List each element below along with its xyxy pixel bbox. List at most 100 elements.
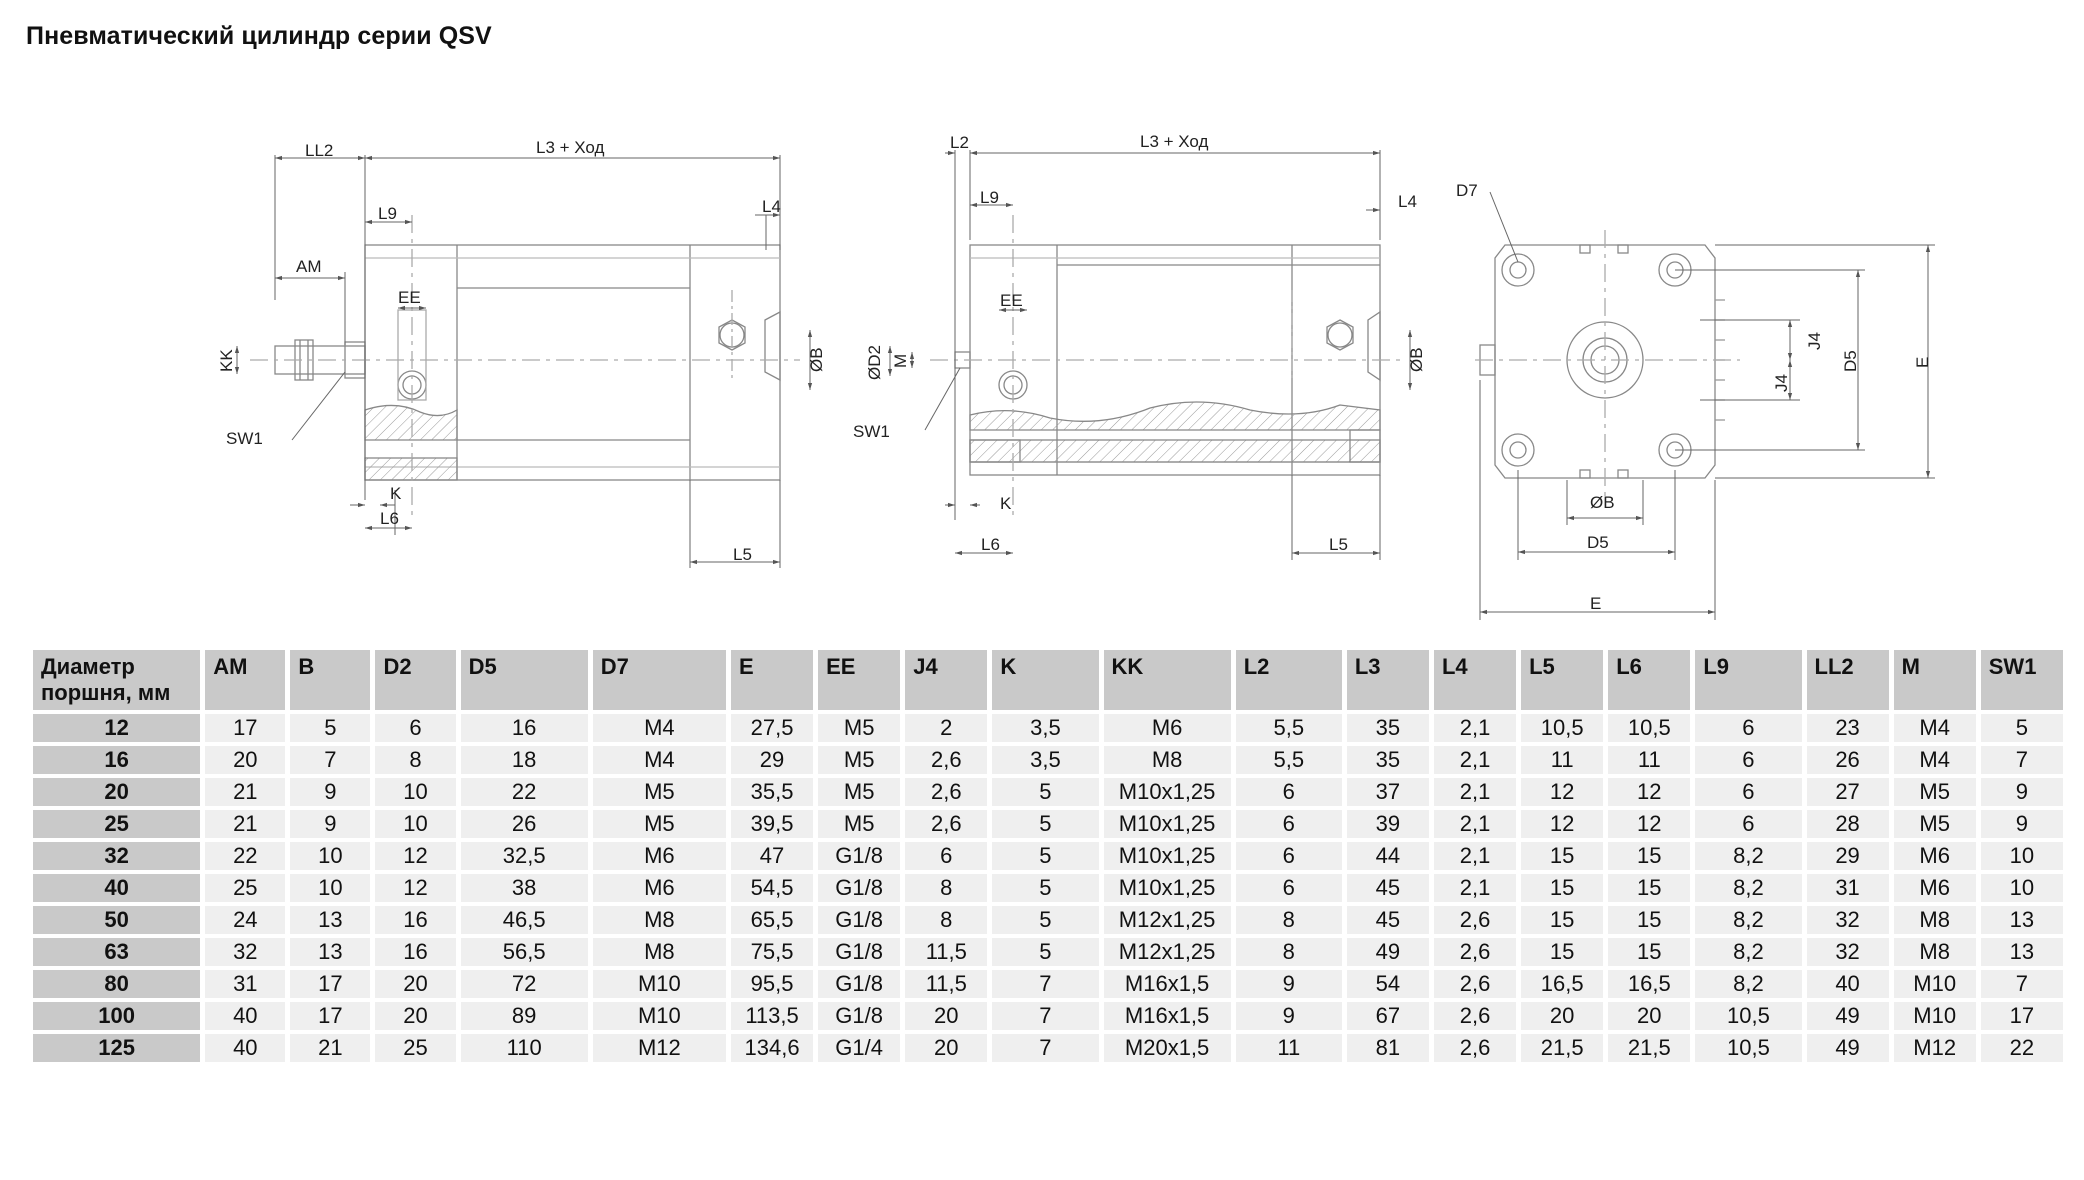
dim-d7-label: D7 — [1456, 181, 1478, 200]
table-cell: 5 — [992, 874, 1099, 902]
table-cell: 5 — [290, 714, 371, 742]
column-header: LL2 — [1806, 650, 1889, 710]
table-cell: 16,5 — [1521, 970, 1604, 998]
table-cell: 24 — [205, 906, 286, 934]
table-cell: M12x1,25 — [1103, 938, 1231, 966]
table-cell: M4 — [1893, 714, 1976, 742]
table-cell: 5 — [992, 906, 1099, 934]
end-view — [1475, 191, 1935, 620]
table-cell: 25 — [375, 1034, 456, 1062]
table-cell: 27 — [1806, 778, 1889, 806]
table-cell: M8 — [1893, 938, 1976, 966]
table-cell: 31 — [205, 970, 286, 998]
table-cell: M12 — [1893, 1034, 1976, 1062]
table-cell: 9 — [290, 810, 371, 838]
table-cell: 15 — [1608, 906, 1691, 934]
table-cell: 13 — [290, 906, 371, 934]
table-cell: 25 — [205, 874, 286, 902]
column-header: SW1 — [1980, 650, 2063, 710]
table-cell: 20 — [905, 1034, 988, 1062]
table-cell: 10 — [290, 842, 371, 870]
page-title: Пневматический цилиндр серии QSV — [26, 22, 492, 50]
dim-b-label: ØB — [1590, 493, 1615, 512]
table-cell: 8 — [1235, 938, 1342, 966]
table-cell: G1/8 — [818, 874, 901, 902]
table-cell: 12 — [375, 842, 456, 870]
table-cell: 12 — [1521, 810, 1604, 838]
table-cell: 10 — [1980, 842, 2063, 870]
table-cell: M5 — [818, 810, 901, 838]
table-cell: 32,5 — [460, 842, 588, 870]
table-cell: M6 — [1893, 842, 1976, 870]
table-cell: M6 — [1893, 874, 1976, 902]
column-header: L5 — [1521, 650, 1604, 710]
table-cell: 15 — [1521, 906, 1604, 934]
table-cell: M4 — [592, 714, 726, 742]
table-cell: 7 — [290, 746, 371, 774]
table-cell: 32 — [205, 938, 286, 966]
dim-l3-label: L3 + Ход — [536, 138, 605, 157]
dim-d5-vertical-label: D5 — [1841, 350, 1860, 372]
table-cell: 11,5 — [905, 938, 988, 966]
bore-diameter-cell: 16 — [33, 746, 201, 774]
table-cell: 15 — [1608, 874, 1691, 902]
table-cell: 8,2 — [1695, 906, 1802, 934]
table-cell: M5 — [592, 778, 726, 806]
table-cell: G1/4 — [818, 1034, 901, 1062]
table-cell: 8 — [1235, 906, 1342, 934]
table-cell: 32 — [1806, 906, 1889, 934]
dim-l3-label: L3 + Ход — [1140, 132, 1209, 151]
bore-diameter-cell: 12 — [33, 714, 201, 742]
table-cell: 17 — [290, 970, 371, 998]
table-cell: 8,2 — [1695, 970, 1802, 998]
table-cell: M8 — [592, 938, 726, 966]
dim-l9-label: L9 — [980, 188, 999, 207]
column-header: D2 — [375, 650, 456, 710]
table-cell: 20 — [375, 970, 456, 998]
table-cell: 49 — [1806, 1034, 1889, 1062]
table-cell: 5 — [992, 842, 1099, 870]
table-cell: 6 — [1235, 810, 1342, 838]
section-view — [887, 150, 1413, 560]
dim-d2-label: ØD2 — [865, 345, 884, 380]
table-cell: 21,5 — [1521, 1034, 1604, 1062]
table-cell: 54,5 — [730, 874, 814, 902]
dim-k-label: K — [390, 484, 402, 503]
table-cell: 44 — [1346, 842, 1429, 870]
table-cell: 10 — [1980, 874, 2063, 902]
dim-ll2-label: LL2 — [305, 141, 333, 160]
table-cell: 5 — [992, 778, 1099, 806]
dim-kk-label: KK — [217, 349, 236, 372]
dim-j4-lower-label: J4 — [1772, 374, 1791, 392]
table-cell: 21 — [205, 778, 286, 806]
table-cell: M12 — [592, 1034, 726, 1062]
table-cell: G1/8 — [818, 938, 901, 966]
table-cell: 45 — [1346, 874, 1429, 902]
table-cell: 16 — [375, 906, 456, 934]
table-cell: M5 — [818, 778, 901, 806]
table-cell: M10 — [1893, 970, 1976, 998]
table-cell: 8,2 — [1695, 842, 1802, 870]
table-cell: 2,6 — [1433, 906, 1517, 934]
table-cell: 15 — [1521, 874, 1604, 902]
table-cell: M10x1,25 — [1103, 842, 1231, 870]
table-cell: 6 — [375, 714, 456, 742]
table-cell: 20 — [905, 1002, 988, 1030]
dim-ee-label: EE — [1000, 291, 1023, 310]
table-cell: M16x1,5 — [1103, 1002, 1231, 1030]
dim-d5-horizontal-label: D5 — [1587, 533, 1609, 552]
table-cell: 2,1 — [1433, 842, 1517, 870]
table-cell: 20 — [1521, 1002, 1604, 1030]
bore-diameter-cell: 80 — [33, 970, 201, 998]
dim-l2-label: L2 — [950, 133, 969, 152]
table-cell: 6 — [1695, 810, 1802, 838]
dim-j4-upper-label: J4 — [1805, 332, 1824, 350]
table-cell: 6 — [1235, 778, 1342, 806]
table-cell: 2,1 — [1433, 714, 1517, 742]
table-cell: 15 — [1521, 938, 1604, 966]
